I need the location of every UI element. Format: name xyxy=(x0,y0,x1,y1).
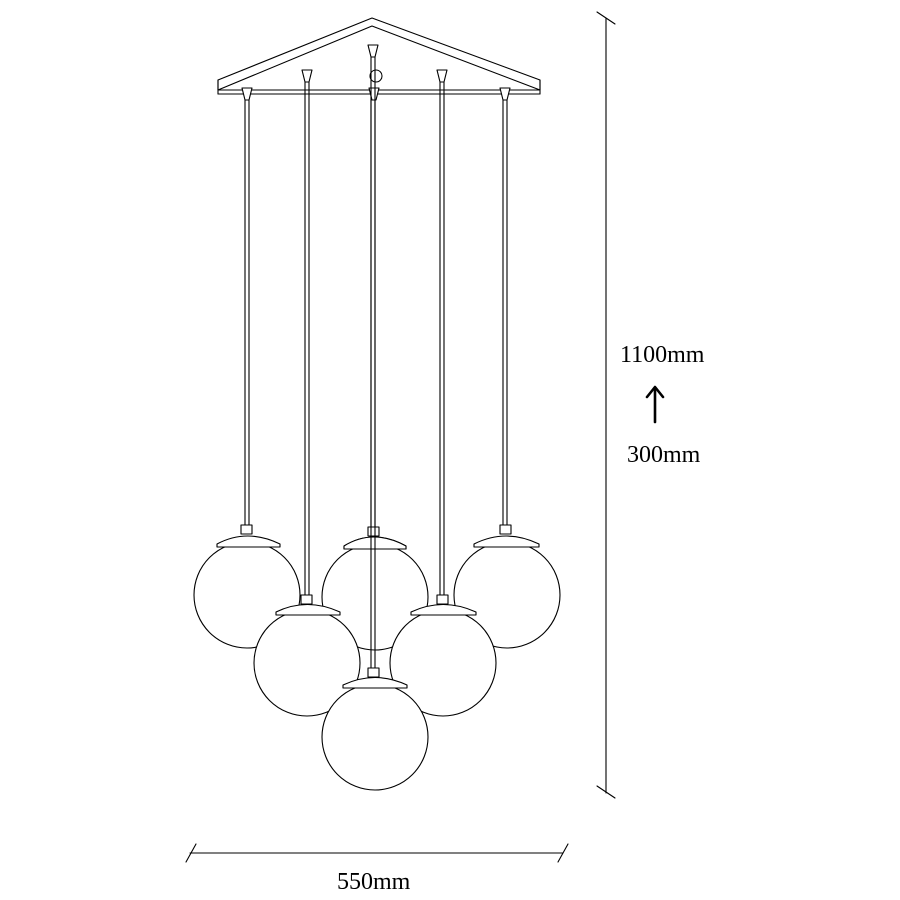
globe-mid-left xyxy=(253,81,361,717)
height-dimension-line xyxy=(596,11,616,799)
height-min-label: 300mm xyxy=(627,442,701,468)
width-label: 550mm xyxy=(337,869,411,895)
globe-mid-right xyxy=(389,81,497,717)
height-max-label: 1100mm xyxy=(620,342,705,368)
cord-grips xyxy=(241,44,511,101)
globe-back-left xyxy=(193,99,301,649)
globe-front-bottom xyxy=(321,56,429,791)
globe-back-right xyxy=(453,99,561,649)
ceiling-canopy xyxy=(217,17,541,95)
arrow-up-icon xyxy=(645,385,665,424)
width-dimension-line xyxy=(185,843,569,863)
